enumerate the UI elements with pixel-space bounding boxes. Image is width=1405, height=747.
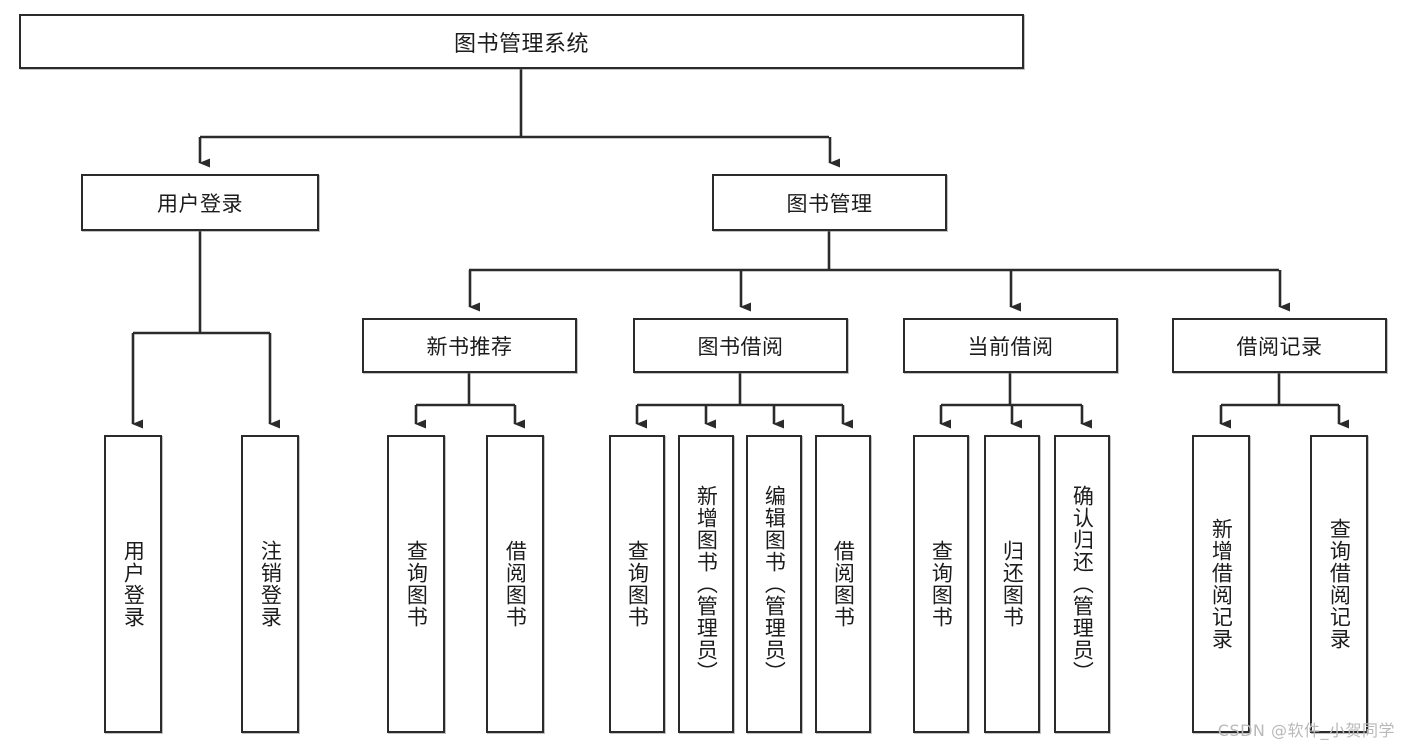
- node-label: 新书推荐: [426, 334, 513, 359]
- node-label: 图书借阅: [697, 334, 784, 359]
- node-leaf-bw-borrow[interactable]: 借阅图书: [815, 435, 871, 733]
- node-bookmgmt[interactable]: 图书管理: [712, 174, 947, 231]
- node-login[interactable]: 用户登录: [81, 174, 319, 231]
- node-current[interactable]: 当前借阅: [903, 318, 1118, 373]
- node-leaf-cu-query[interactable]: 查询图书: [913, 435, 969, 733]
- node-root[interactable]: 图书管理系统: [19, 14, 1024, 69]
- node-leaf-nb-query[interactable]: 查询图书: [387, 435, 445, 733]
- node-leaf-bw-add[interactable]: 新增图书（管理员）: [678, 435, 734, 733]
- node-label: 编辑图书（管理员）: [762, 485, 787, 683]
- node-leaf-cu-return[interactable]: 归还图书: [984, 435, 1040, 733]
- node-label: 新增图书（管理员）: [694, 485, 719, 683]
- node-leaf-user-login[interactable]: 用户登录: [104, 435, 162, 733]
- csdn-watermark: CSDN @软件_小贺同学: [1217, 721, 1395, 740]
- node-label: 注销登录: [258, 540, 283, 628]
- node-label: 借阅图书: [831, 540, 856, 628]
- node-label: 新增借阅记录: [1209, 518, 1234, 650]
- node-label: 图书管理: [786, 191, 873, 216]
- node-label: 归还图书: [1000, 540, 1025, 628]
- node-label: 用户登录: [121, 540, 146, 628]
- node-label: 查询借阅记录: [1327, 518, 1352, 650]
- node-label: 确认归还（管理员）: [1070, 485, 1095, 683]
- node-newbook[interactable]: 新书推荐: [362, 318, 577, 373]
- node-label: 查询图书: [404, 540, 429, 628]
- node-leaf-nb-borrow[interactable]: 借阅图书: [486, 435, 544, 733]
- node-leaf-bw-edit[interactable]: 编辑图书（管理员）: [746, 435, 802, 733]
- node-leaf-rc-query[interactable]: 查询借阅记录: [1310, 435, 1368, 733]
- node-label: 借阅图书: [503, 540, 528, 628]
- node-leaf-rc-add[interactable]: 新增借阅记录: [1192, 435, 1250, 733]
- node-leaf-user-logout[interactable]: 注销登录: [241, 435, 299, 733]
- node-leaf-bw-query[interactable]: 查询图书: [609, 435, 665, 733]
- node-label: 当前借阅: [967, 334, 1054, 359]
- node-label: 用户登录: [157, 191, 243, 216]
- node-label: 查询图书: [929, 540, 954, 628]
- node-label: 图书管理系统: [453, 31, 589, 57]
- node-borrow[interactable]: 图书借阅: [633, 318, 848, 373]
- node-label: 借阅记录: [1236, 334, 1323, 359]
- node-label: 查询图书: [625, 540, 650, 628]
- node-leaf-cu-confirm[interactable]: 确认归还（管理员）: [1054, 435, 1110, 733]
- node-record[interactable]: 借阅记录: [1172, 318, 1387, 373]
